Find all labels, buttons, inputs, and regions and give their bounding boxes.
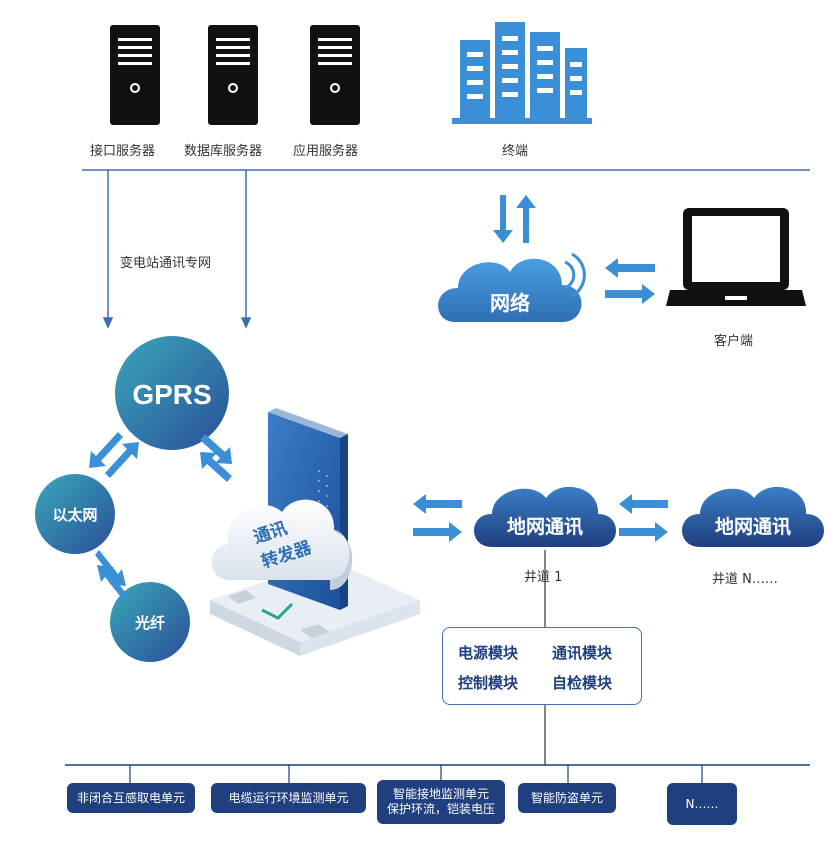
unit-grounding-monitor-line2: 保护环流，铠装电压 (386, 802, 495, 816)
interface-server-label: 接口服务器 (90, 144, 156, 159)
fiber-node (110, 582, 190, 662)
comm-forwarder-device (210, 408, 420, 656)
unit-cable-env-monitor: 电缆运行环境监测单元 (211, 783, 366, 813)
well-1-label: 井道 1 (524, 570, 563, 585)
unit-anti-theft: 智能防盗单元 (518, 783, 616, 813)
ground-comm-arrows (619, 494, 668, 542)
application-server-label: 应用服务器 (293, 144, 359, 159)
network-label: 网络 (490, 291, 530, 315)
client-label: 客户端 (714, 334, 754, 349)
gprs-forwarder-arrows (200, 434, 232, 482)
unit-n: N…… (667, 783, 737, 825)
terminal-network-arrows (493, 195, 536, 243)
unit-n-label: N…… (685, 796, 719, 811)
ethernet-fiber-arrows (95, 550, 128, 601)
fiber-label: 光纤 (134, 614, 165, 632)
gprs-ethernet-arrows (89, 432, 139, 478)
ground-comm-cloud-1 (474, 486, 616, 547)
ground-comm-label-2: 地网通讯 (715, 515, 791, 538)
gprs-node (115, 336, 229, 450)
ethernet-node (35, 474, 115, 554)
unit-cable-env-monitor-label: 电缆运行环境监测单元 (228, 790, 349, 805)
server-to-gprs-connectors (102, 170, 252, 329)
module-box (442, 627, 642, 705)
unit-anti-theft-label: 智能防盗单元 (530, 790, 603, 805)
client-laptop-icon (666, 208, 806, 306)
gprs-label: GPRS (132, 379, 211, 410)
application-server-icon (310, 25, 360, 125)
database-server-icon (208, 25, 258, 125)
database-server-label: 数据库服务器 (184, 144, 263, 159)
terminal-icon (452, 22, 592, 124)
unit-grounding-monitor-line1: 智能接地监测单元 (392, 787, 489, 801)
selfcheck-module-label: 自检模块 (552, 674, 613, 692)
interface-server-icon (110, 25, 160, 125)
ethernet-label: 以太网 (52, 506, 97, 524)
forwarder-ground-arrows (413, 494, 462, 542)
well-n-label: 井道 N…… (712, 572, 778, 587)
ground-comm-label-1: 地网通讯 (507, 515, 583, 538)
power-module-label: 电源模块 (458, 644, 519, 662)
unit-noncontact-power-label: 非闭合互感取电单元 (76, 790, 185, 805)
network-cloud-icon (438, 252, 586, 322)
unit-noncontact-power: 非闭合互感取电单元 (67, 783, 195, 813)
control-module-label: 控制模块 (458, 674, 519, 692)
dedicated-network-label: 变电站通讯专网 (120, 256, 212, 271)
network-client-arrows (605, 258, 655, 304)
ground-comm-cloud-2 (682, 486, 824, 547)
comm-module-label: 通讯模块 (552, 644, 613, 662)
unit-grounding-monitor: 智能接地监测单元 保护环流，铠装电压 (377, 780, 505, 824)
terminal-label: 终端 (502, 144, 529, 159)
bus-drop-lines (129, 765, 703, 783)
